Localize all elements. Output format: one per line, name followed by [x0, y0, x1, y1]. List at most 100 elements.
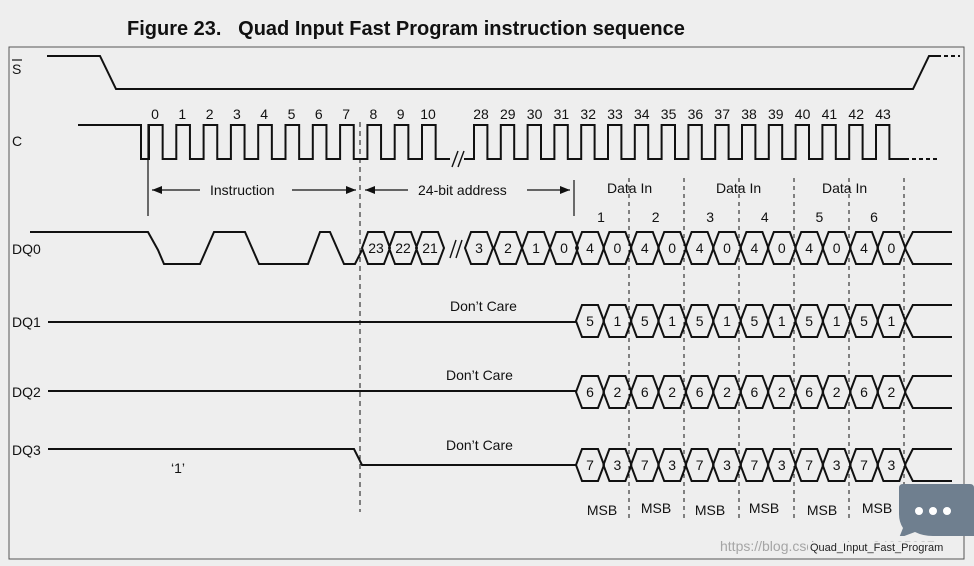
bus-bit-cell: 0 — [548, 231, 580, 265]
bus-bit-label: 7 — [586, 457, 594, 473]
bus-bit-cell: 1 — [711, 304, 743, 338]
bus-bit-label: 5 — [860, 313, 868, 329]
bus-bit-label: 0 — [668, 240, 676, 256]
bus-bit-label: 6 — [586, 384, 594, 400]
dq3-dont-care-label: Don’t Care — [446, 437, 513, 453]
bus-bit-cell: 3 — [602, 448, 633, 482]
bus-bit-label: 3 — [668, 457, 676, 473]
bus-bit-label: 1 — [833, 313, 841, 329]
bus-bit-label: 5 — [641, 313, 649, 329]
signal-label-dq0: DQ0 — [12, 241, 41, 257]
address-arrow — [365, 186, 570, 194]
clock-label: 1 — [178, 106, 186, 122]
msb-label: MSB — [862, 500, 892, 516]
msb-label: MSB — [587, 502, 617, 518]
bus-bit-label: 1 — [888, 313, 896, 329]
clock-label: 38 — [741, 106, 757, 122]
data-in-label-3: Data In — [822, 180, 867, 196]
data-byte-number: 5 — [816, 209, 824, 225]
bus-bit-cell: 7 — [629, 448, 660, 482]
signal-label-dq3: DQ3 — [12, 442, 41, 458]
bus-bit-cell: 0 — [602, 231, 633, 265]
diagram-border — [8, 46, 965, 560]
figure-title: Figure 23. Quad Input Fast Program instr… — [127, 18, 685, 40]
bus-bit-cell: 0 — [821, 231, 852, 265]
bus-bit-label: 4 — [805, 240, 813, 256]
bus-bit-cell: 3 — [711, 448, 743, 482]
bus-bit-label: 0 — [560, 240, 568, 256]
msb-label: MSB — [641, 500, 671, 516]
bus-bit-cell: 5 — [574, 304, 606, 338]
clock-label: 4 — [260, 106, 268, 122]
clock-label: 0 — [151, 106, 159, 122]
bus-bit-label: 3 — [888, 457, 896, 473]
bus-bit-label: 21 — [422, 240, 438, 256]
dq2-dont-care-label: Don’t Care — [446, 367, 513, 383]
data-byte-number: 3 — [706, 209, 714, 225]
clock-label: 42 — [848, 106, 864, 122]
bus-bit-label: 3 — [723, 457, 731, 473]
bus-bit-cell: 7 — [848, 448, 880, 482]
bus-bit-label: 5 — [586, 313, 594, 329]
bus-bit-label: 4 — [641, 240, 649, 256]
clock-label: 36 — [688, 106, 704, 122]
bus-bit-label: 0 — [723, 240, 731, 256]
bus-bit-label: 1 — [532, 240, 540, 256]
instruction-label: Instruction — [210, 182, 275, 198]
bus-bit-cell: 2 — [766, 375, 797, 409]
bus-bit-label: 2 — [614, 384, 622, 400]
bus-bit-label: 4 — [751, 240, 759, 256]
bus-bit-cell: 5 — [629, 304, 660, 338]
bus-bit-cell: 7 — [574, 448, 606, 482]
clock-label: 37 — [714, 106, 730, 122]
bus-bit-cell: 5 — [848, 304, 880, 338]
bus-bit-label: 0 — [888, 240, 896, 256]
bus-bit-label: 3 — [778, 457, 786, 473]
data-byte-number: 6 — [870, 209, 878, 225]
bus-bit-label: 2 — [833, 384, 841, 400]
bus-bit-cell: 4 — [574, 231, 606, 265]
bus-bit-label: 5 — [696, 313, 704, 329]
msb-label: MSB — [807, 502, 837, 518]
bus-bit-label: 2 — [888, 384, 896, 400]
bus-bit-cell: 5 — [794, 304, 825, 338]
clock-label: 31 — [554, 106, 570, 122]
msb-label: MSB — [749, 500, 779, 516]
bus-bit-cell: 2 — [657, 375, 688, 409]
bus-bit-label: 1 — [723, 313, 731, 329]
bus-bit-cell: 2 — [602, 375, 633, 409]
clock-label: 6 — [315, 106, 323, 122]
bus-bit-label: 5 — [805, 313, 813, 329]
bus-bit-cell: 5 — [739, 304, 770, 338]
bus-bit-cell: 3 — [766, 448, 797, 482]
bus-bit-cell: 3 — [821, 448, 852, 482]
dq3-waveform — [48, 448, 576, 466]
bus-bit-cell: 0 — [876, 231, 907, 265]
signal-label-c: C — [12, 133, 22, 149]
bus-bit-cell: 1 — [766, 304, 797, 338]
bus-bit-cell: 4 — [739, 231, 770, 265]
clock-label: 10 — [420, 106, 436, 122]
signal-label-dq2: DQ2 — [12, 384, 41, 400]
dq1-dont-care-label: Don’t Care — [450, 298, 517, 314]
clock-label: 7 — [342, 106, 350, 122]
bus-bit-label: 6 — [860, 384, 868, 400]
bus-bit-label: 6 — [751, 384, 759, 400]
bus-bit-cell: 2 — [876, 375, 907, 409]
signal-label-s: S — [12, 61, 21, 77]
bus-bit-cell: 4 — [684, 231, 715, 265]
bus-bit-label: 2 — [668, 384, 676, 400]
bus-bit-cell: 7 — [684, 448, 715, 482]
clock-label: 33 — [607, 106, 623, 122]
clock-label: 3 — [233, 106, 241, 122]
address-label: 24-bit address — [418, 182, 507, 198]
bus-bit-cell: 6 — [794, 375, 825, 409]
bus-bit-cell: 4 — [848, 231, 880, 265]
bus-bit-label: 2 — [778, 384, 786, 400]
clock-label: 32 — [580, 106, 596, 122]
